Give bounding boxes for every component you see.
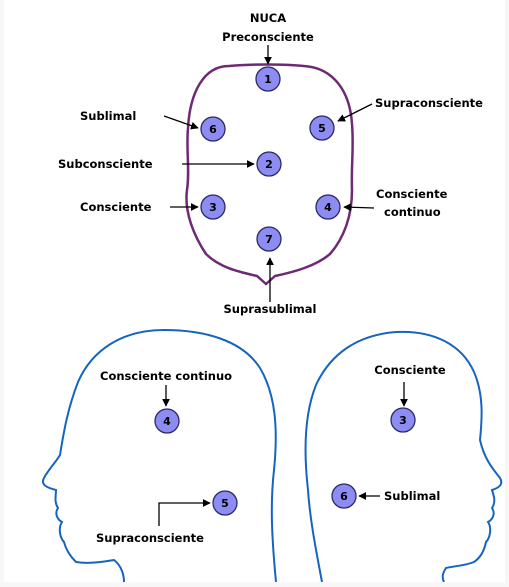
arrow-consciente-continuo [343,203,375,212]
point-7: 7 [256,226,282,252]
title-nuca: NUCA [250,11,286,25]
arrow-left-supraconsciente [158,499,211,526]
head-diagram: NUCA Preconsciente 1 5 6 2 3 4 7 Sublima… [42,11,503,583]
right-profile-outline [304,330,503,583]
point-4: 4 [315,194,341,220]
label-consciente-continuo-2: continuo [384,205,441,219]
label-right-consciente: Consciente [374,363,446,377]
left-point-5: 5 [212,490,238,516]
right-point-6: 6 [331,483,357,509]
svg-text:1: 1 [264,73,272,86]
point-3: 3 [200,194,226,220]
label-consciente: Consciente [80,200,152,214]
label-left-consciente-continuo: Consciente continuo [100,369,232,383]
svg-text:5: 5 [221,497,229,510]
label-supraconsciente: Supraconsciente [375,96,483,110]
point-5: 5 [309,115,335,141]
svg-text:4: 4 [163,415,171,428]
point-1: 1 [255,66,281,92]
svg-text:3: 3 [209,201,217,214]
title-preconsciente: Preconsciente [222,30,314,44]
head-top-outline [185,63,354,286]
svg-text:6: 6 [209,123,217,136]
point-6: 6 [200,116,226,142]
right-point-3: 3 [390,407,416,433]
svg-text:3: 3 [399,414,407,427]
label-subconsciente: Subconsciente [58,157,153,171]
label-left-supraconsciente: Supraconsciente [96,531,204,545]
left-profile-outline [42,328,277,583]
label-sublimal: Sublimal [80,109,136,123]
arrow-sublimal [163,115,199,130]
label-consciente-continuo-1: Consciente [376,187,448,201]
svg-text:6: 6 [340,490,348,503]
svg-text:5: 5 [318,122,326,135]
point-2: 2 [256,151,282,177]
svg-text:7: 7 [265,233,273,246]
label-suprasublimal: Suprasublimal [224,302,317,316]
svg-text:4: 4 [324,201,332,214]
diagram-panel: NUCA Preconsciente 1 5 6 2 3 4 7 Sublima… [4,0,505,583]
label-right-sublimal: Sublimal [384,489,440,503]
arrow-supraconsciente [337,103,373,122]
svg-text:2: 2 [265,158,273,171]
left-point-4: 4 [154,408,180,434]
